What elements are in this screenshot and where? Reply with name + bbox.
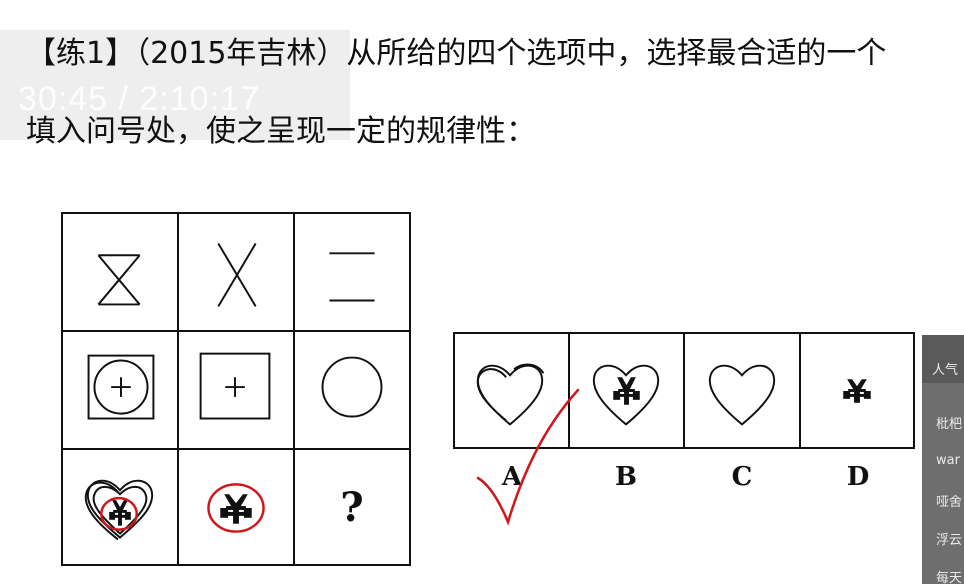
side-panel-item[interactable]: 每天 — [936, 571, 963, 584]
grid-cell-r3c1 — [63, 450, 179, 564]
option-label-b: B — [615, 462, 637, 492]
grid-cell-r3c3: ? — [295, 450, 409, 564]
yuan-symbol-circled-icon — [207, 483, 265, 533]
side-panel-item[interactable]: 浮云 — [936, 533, 963, 548]
side-panel-item[interactable]: war — [936, 453, 960, 468]
question-line-2: 填入问号处，使之呈现一定的规律性： — [26, 114, 536, 149]
question-line-1: 【练1】（2015年吉林）从所给的四个选项中，选择最合适的一个 — [26, 36, 887, 71]
double-heart-icon — [476, 363, 545, 426]
x-figure-icon — [217, 242, 257, 307]
option-b-figure[interactable] — [570, 334, 685, 447]
video-timestamp: 30:45 / 2:10:17 — [18, 80, 260, 118]
yuan-symbol-icon — [843, 379, 871, 403]
circle-plus-in-square-icon — [87, 354, 155, 420]
side-panel-header — [922, 335, 964, 383]
grid-cell-r2c2 — [179, 332, 295, 450]
grid-cell-r1c1 — [63, 214, 179, 332]
side-panel-title: 人气 — [932, 363, 959, 378]
circle-icon — [321, 356, 383, 418]
option-d-figure[interactable] — [801, 334, 913, 447]
two-lines-figure-icon — [329, 252, 375, 302]
grid-cell-r1c3 — [295, 214, 409, 332]
heart-icon — [708, 364, 776, 426]
heart-with-yuan-icon — [84, 479, 154, 541]
option-c-figure[interactable] — [685, 334, 801, 447]
plus-in-square-icon — [199, 352, 271, 420]
grid-cell-r2c3 — [295, 332, 409, 450]
option-label-a: A — [501, 462, 523, 492]
video-timestamp-overlay: 30:45 / 2:10:17 — [0, 30, 350, 140]
options-strip — [453, 332, 915, 449]
puzzle-grid: ? — [61, 212, 411, 566]
heart-with-yuan-icon — [592, 364, 660, 426]
hourglass-figure-icon — [97, 254, 141, 306]
option-a-figure[interactable] — [455, 334, 570, 447]
option-label-d: D — [846, 462, 870, 492]
grid-cell-r3c2 — [179, 450, 295, 564]
checkmark-annotation-icon — [476, 388, 580, 526]
option-label-c: C — [731, 462, 753, 492]
side-panel-item[interactable]: 哑舍 — [936, 495, 963, 510]
grid-cell-r2c1 — [63, 332, 179, 450]
side-chat-panel[interactable]: 人气 枇杷 war 哑舍 浮云 每天 — [922, 335, 964, 584]
grid-cell-r1c2 — [179, 214, 295, 332]
unknown-question-mark: ? — [340, 484, 364, 531]
side-panel-item[interactable]: 枇杷 — [936, 417, 963, 432]
